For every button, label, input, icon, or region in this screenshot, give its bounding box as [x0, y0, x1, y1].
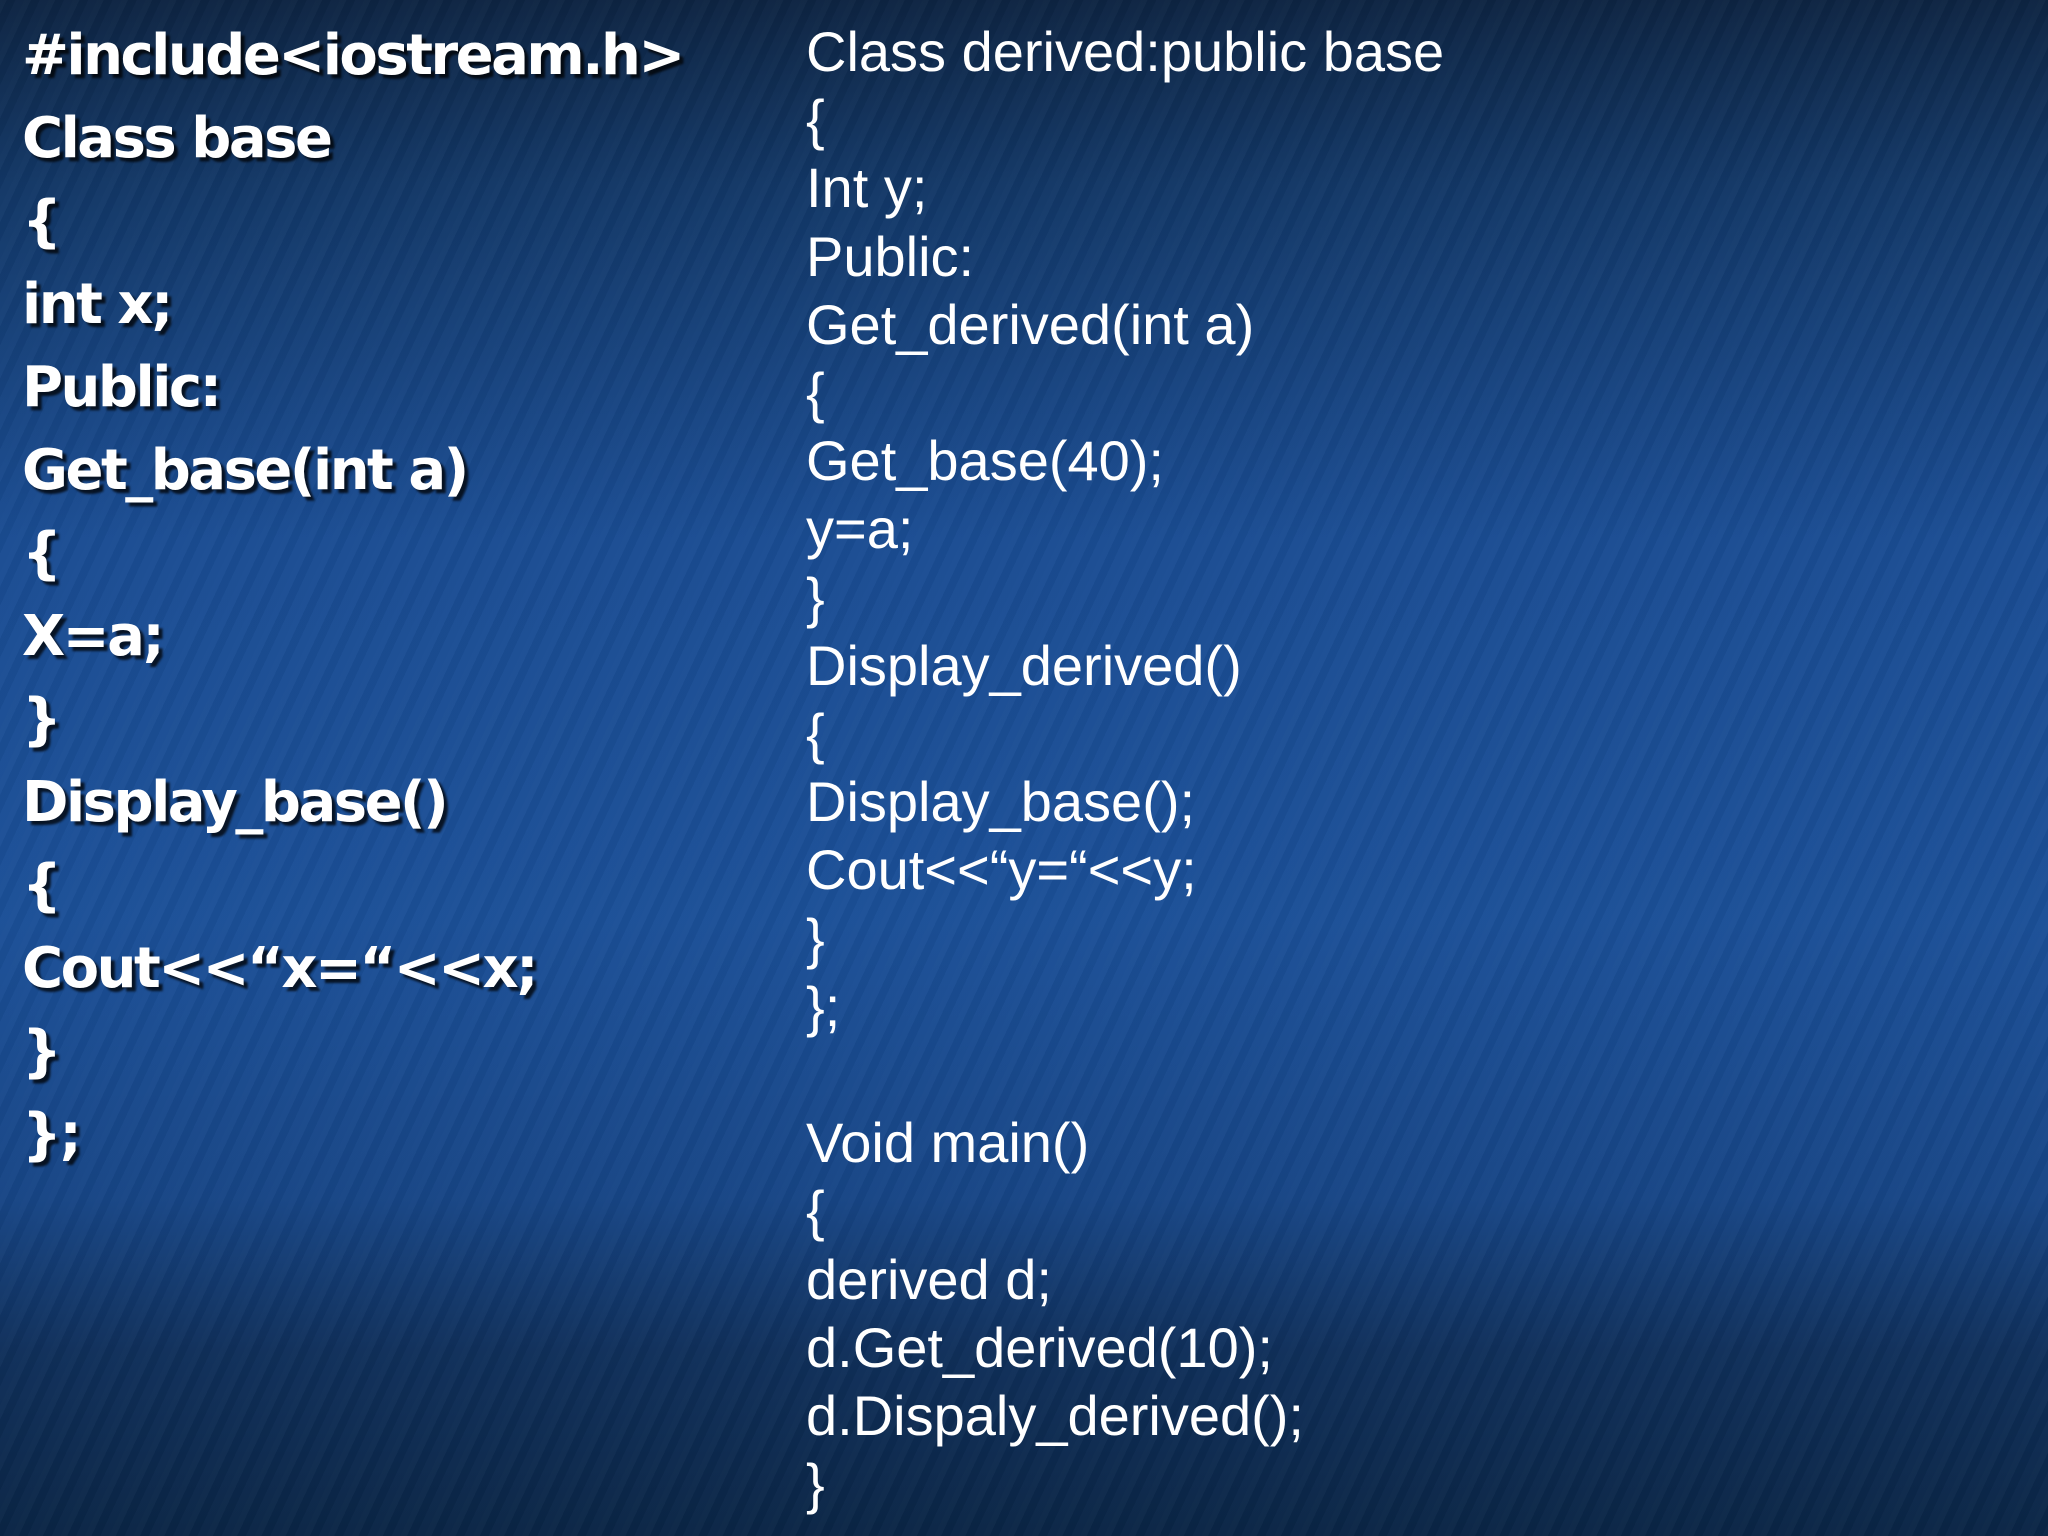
code-line: Class base — [22, 106, 333, 171]
code-line: Public: — [806, 224, 975, 288]
code-line: Int y; — [806, 156, 928, 220]
code-line: Display_base() — [22, 770, 449, 835]
code-line: { — [806, 361, 825, 425]
code-line: d.Get_derived(10); — [806, 1315, 1273, 1379]
code-line: Cout<<“x=“<<x; — [22, 936, 539, 1001]
code-line: int x; — [22, 272, 173, 337]
code-line: }; — [806, 974, 841, 1038]
code-line: Get_base(40); — [806, 429, 1164, 493]
code-line: d.Dispaly_derived(); — [806, 1384, 1304, 1448]
code-line: X=a; — [22, 604, 165, 669]
code-line: derived d; — [806, 1247, 1052, 1311]
code-line: } — [22, 1019, 62, 1084]
derived-class-and-main-code: Class derived:public base{Int y;Public:G… — [806, 18, 1444, 1518]
code-line: { — [806, 88, 825, 152]
code-line: Get_derived(int a) — [806, 292, 1255, 356]
code-line: Cout<<“y=“<<y; — [806, 838, 1197, 902]
code-line: #include<iostream.h> — [22, 23, 685, 88]
code-line: } — [806, 1452, 825, 1516]
code-line: } — [806, 906, 825, 970]
code-line: { — [806, 702, 825, 766]
code-line: { — [806, 1179, 825, 1243]
code-line: y=a; — [806, 497, 914, 561]
code-line: } — [22, 687, 62, 752]
code-line: }; — [22, 1102, 82, 1167]
code-line: } — [806, 565, 825, 629]
code-line: Display_base(); — [806, 770, 1196, 834]
code-line: Get_base(int a) — [22, 438, 469, 503]
code-line: Class derived:public base — [806, 20, 1445, 83]
code-line: Public: — [22, 355, 222, 420]
code-line: { — [22, 853, 62, 918]
code-line: { — [22, 189, 62, 254]
base-class-code: #include<iostream.h> Class base { int x; Pub… — [22, 14, 685, 1176]
code-line: Void main() — [806, 1111, 1090, 1175]
code-line: { — [22, 521, 62, 586]
code-line: Display_derived() — [806, 633, 1242, 697]
code-line — [806, 1041, 1444, 1109]
